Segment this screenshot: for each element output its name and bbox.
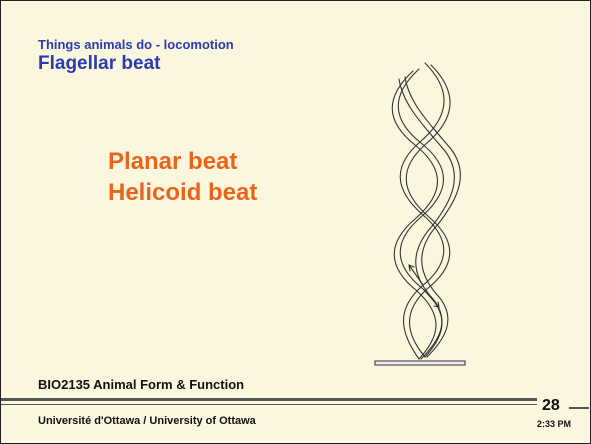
footer-divider-thick <box>1 398 537 401</box>
arrow-shaft-2 <box>425 291 439 307</box>
university-name: Université d'Ottawa / University of Otta… <box>38 415 256 427</box>
slide-title: Flagellar beat <box>38 53 161 75</box>
footer-divider-right <box>569 407 589 409</box>
helical-flagellum-illustration <box>363 59 475 375</box>
footer-divider-thin <box>1 404 537 405</box>
helix-strand-c-inner <box>405 77 460 357</box>
slide-number: 28 <box>542 397 560 415</box>
figure-base-plate <box>375 361 465 365</box>
course-name: BIO2135 Animal Form & Function <box>38 377 244 392</box>
beat-item-planar: Planar beat <box>108 146 257 177</box>
beat-item-helicoid: Helicoid beat <box>108 177 257 208</box>
slide-time: 2:33 PM <box>537 419 571 429</box>
beat-list: Planar beat Helicoid beat <box>108 146 257 208</box>
slide-subtitle: Things animals do - locomotion <box>38 37 234 52</box>
